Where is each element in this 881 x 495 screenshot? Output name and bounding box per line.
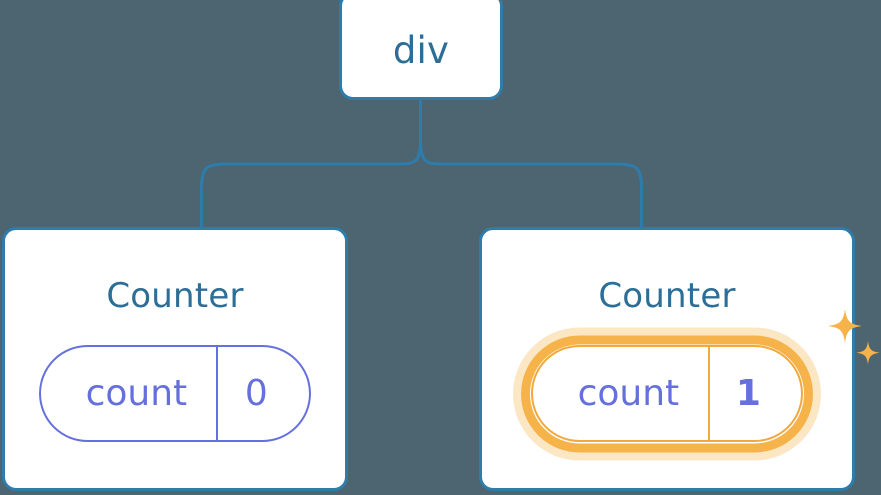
state-pill-left[interactable]: count 0 — [39, 345, 311, 442]
state-value-right: 1 — [707, 347, 801, 440]
state-key-right: count — [577, 372, 680, 414]
state-value-left: 0 — [215, 347, 309, 440]
node-div-label: div — [392, 29, 450, 72]
node-counter-right[interactable]: Counter count 1 — [479, 227, 880, 491]
connector-branch-left — [200, 139, 422, 228]
state-key-left: count — [85, 372, 188, 414]
node-counter-left-label: Counter — [106, 276, 244, 316]
state-pill-wrapper-left: count 0 — [39, 345, 311, 442]
node-counter-left[interactable]: Counter count 0 — [2, 227, 348, 491]
sparkle-icon-large — [828, 309, 862, 343]
state-pill-right[interactable]: count 1 — [531, 345, 803, 442]
sparkle-icon-small — [856, 341, 880, 365]
state-update-highlight-ring — [521, 335, 813, 452]
node-div[interactable]: div — [339, 0, 503, 100]
state-pill-wrapper-right: count 1 — [521, 309, 880, 452]
connector-branch-right — [419, 139, 643, 228]
node-counter-right-label: Counter — [598, 276, 736, 316]
sparkles-group — [828, 309, 880, 365]
